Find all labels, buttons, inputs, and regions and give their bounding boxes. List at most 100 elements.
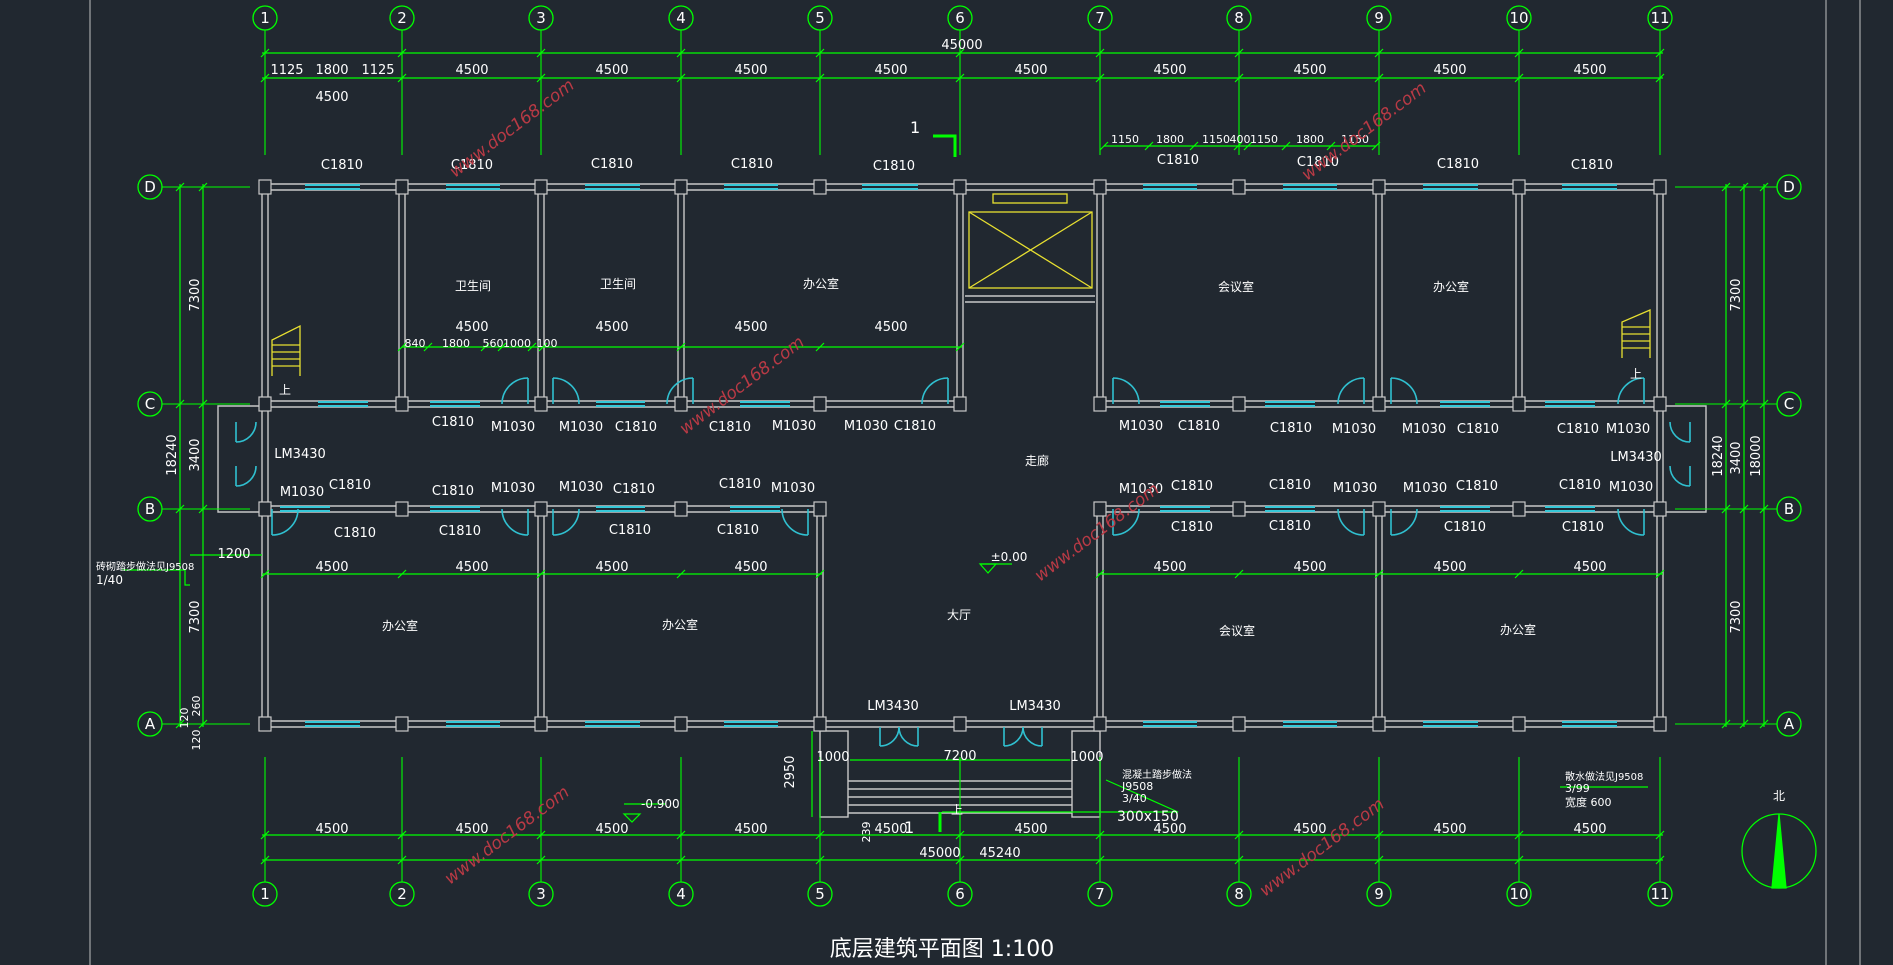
dim-top-span: 4500: [1293, 63, 1326, 78]
dim-bottom-span: 4500: [1014, 822, 1047, 837]
dim-tick: [1189, 141, 1199, 151]
svg-text:5: 5: [815, 9, 825, 27]
svg-text:9: 9: [1374, 885, 1384, 903]
svg-text:10: 10: [1509, 9, 1528, 27]
door-swing: [271, 508, 299, 536]
dim-bottom-span: 4500: [1153, 822, 1186, 837]
dim-bottom-span: 4500: [1293, 822, 1326, 837]
dim-tick: [1655, 569, 1665, 579]
dim-porch-small: 239: [860, 822, 873, 843]
dim-porch-depth: 2950: [783, 755, 798, 788]
level-outside: -0.900: [641, 797, 680, 811]
room-label-toilet: 卫生间: [600, 277, 636, 291]
dim-top-sub: 1800: [315, 63, 348, 78]
opening-label: M1030: [1403, 481, 1447, 496]
stair-up-label: 上: [951, 803, 963, 817]
structural-column: [813, 501, 827, 517]
dim-porch-width: 7200: [943, 749, 976, 764]
opening-label: C1810: [719, 477, 761, 492]
dim-right: 7300: [1729, 278, 1744, 311]
dim-top-sub: 1125: [361, 63, 394, 78]
svg-text:4: 4: [676, 9, 686, 27]
dim-mid: 4500: [595, 560, 628, 575]
structural-column: [395, 716, 409, 732]
dim-total-top: 45000: [941, 38, 982, 53]
dim-sub: 1150: [1202, 133, 1230, 146]
dim-right: 7300: [1729, 600, 1744, 633]
dim-sub: 1800: [442, 337, 470, 350]
door-swing: [501, 508, 529, 536]
dim-tick: [1234, 569, 1244, 579]
structural-column: [1653, 179, 1667, 195]
window-label: C1810: [1571, 158, 1613, 173]
dim-porch-side: 1000: [1070, 750, 1103, 765]
stair-up-label: 上: [1630, 367, 1642, 381]
structural-column: [813, 716, 827, 732]
svg-text:2: 2: [397, 9, 407, 27]
opening-label: M1030: [1119, 482, 1163, 497]
opening-label: C1810: [432, 415, 474, 430]
dim-mid: 4500: [315, 560, 348, 575]
door-swing: [898, 726, 919, 747]
structural-column: [534, 501, 548, 517]
dim-right-overall: 18000: [1749, 435, 1764, 476]
opening-label: LM3430: [867, 699, 919, 714]
opening-label: C1810: [1171, 479, 1213, 494]
structural-column: [258, 501, 272, 517]
structural-column: [1232, 396, 1246, 412]
window-label: C1810: [1437, 157, 1479, 172]
dim-tick: [1233, 141, 1243, 151]
svg-text:A: A: [145, 715, 156, 733]
room-label-meeting: 会议室: [1219, 623, 1255, 638]
dim-bottom-span: 4500: [595, 822, 628, 837]
structural-column: [395, 501, 409, 517]
opening-label: M1030: [772, 419, 816, 434]
dim-tick: [1374, 569, 1384, 579]
svg-text:7: 7: [1095, 885, 1105, 903]
dim-tick: [815, 569, 825, 579]
opening-label: M1030: [1119, 419, 1163, 434]
room-label-office: 办公室: [1500, 622, 1536, 637]
room-label-office: 办公室: [1433, 279, 1469, 294]
structural-column: [1093, 501, 1107, 517]
opening-label: M1030: [280, 485, 324, 500]
svg-text:9: 9: [1374, 9, 1384, 27]
structural-column: [1093, 716, 1107, 732]
svg-text:11: 11: [1650, 9, 1669, 27]
svg-text:B: B: [145, 500, 155, 518]
dim-sub: 1800: [1156, 133, 1184, 146]
dim-sub: 100: [537, 337, 558, 350]
dim-left: 7300: [188, 278, 203, 311]
dim-tick: [397, 342, 407, 352]
structural-column: [1093, 396, 1107, 412]
opening-label: C1810: [1559, 478, 1601, 493]
dim-tick: [480, 342, 490, 352]
dim-top-span: 4500: [1153, 63, 1186, 78]
grid-axis-bubble: 10: [1506, 5, 1532, 31]
dim-bottom-span: 4500: [734, 822, 767, 837]
opening-label: C1810: [1444, 520, 1486, 535]
dim-mid: 4500: [1293, 560, 1326, 575]
dim-bottom-span: 4500: [1433, 822, 1466, 837]
door-swing: [1669, 421, 1691, 443]
door-swing: [1669, 465, 1691, 487]
svg-text:6: 6: [955, 885, 965, 903]
structural-column: [534, 179, 548, 195]
door-swing: [501, 377, 529, 405]
structural-column: [1372, 716, 1386, 732]
note: 混凝土踏步做法: [1122, 768, 1192, 781]
dim-bottom-span: 4500: [455, 822, 488, 837]
dim-top-span: 4500: [455, 63, 488, 78]
svg-text:C: C: [1784, 395, 1794, 413]
window-label: C1810: [321, 158, 363, 173]
north-arrow-icon: [1741, 813, 1817, 889]
svg-text:7: 7: [1095, 9, 1105, 27]
structural-column: [1372, 396, 1386, 412]
dim-mid: 4500: [455, 320, 488, 335]
dim-mid: 4500: [734, 560, 767, 575]
dim-top-span: 4500: [874, 63, 907, 78]
structural-column: [534, 396, 548, 412]
drawing-title: 底层建筑平面图 1:100: [830, 937, 1054, 962]
room-label-meeting: 会议室: [1218, 279, 1254, 294]
